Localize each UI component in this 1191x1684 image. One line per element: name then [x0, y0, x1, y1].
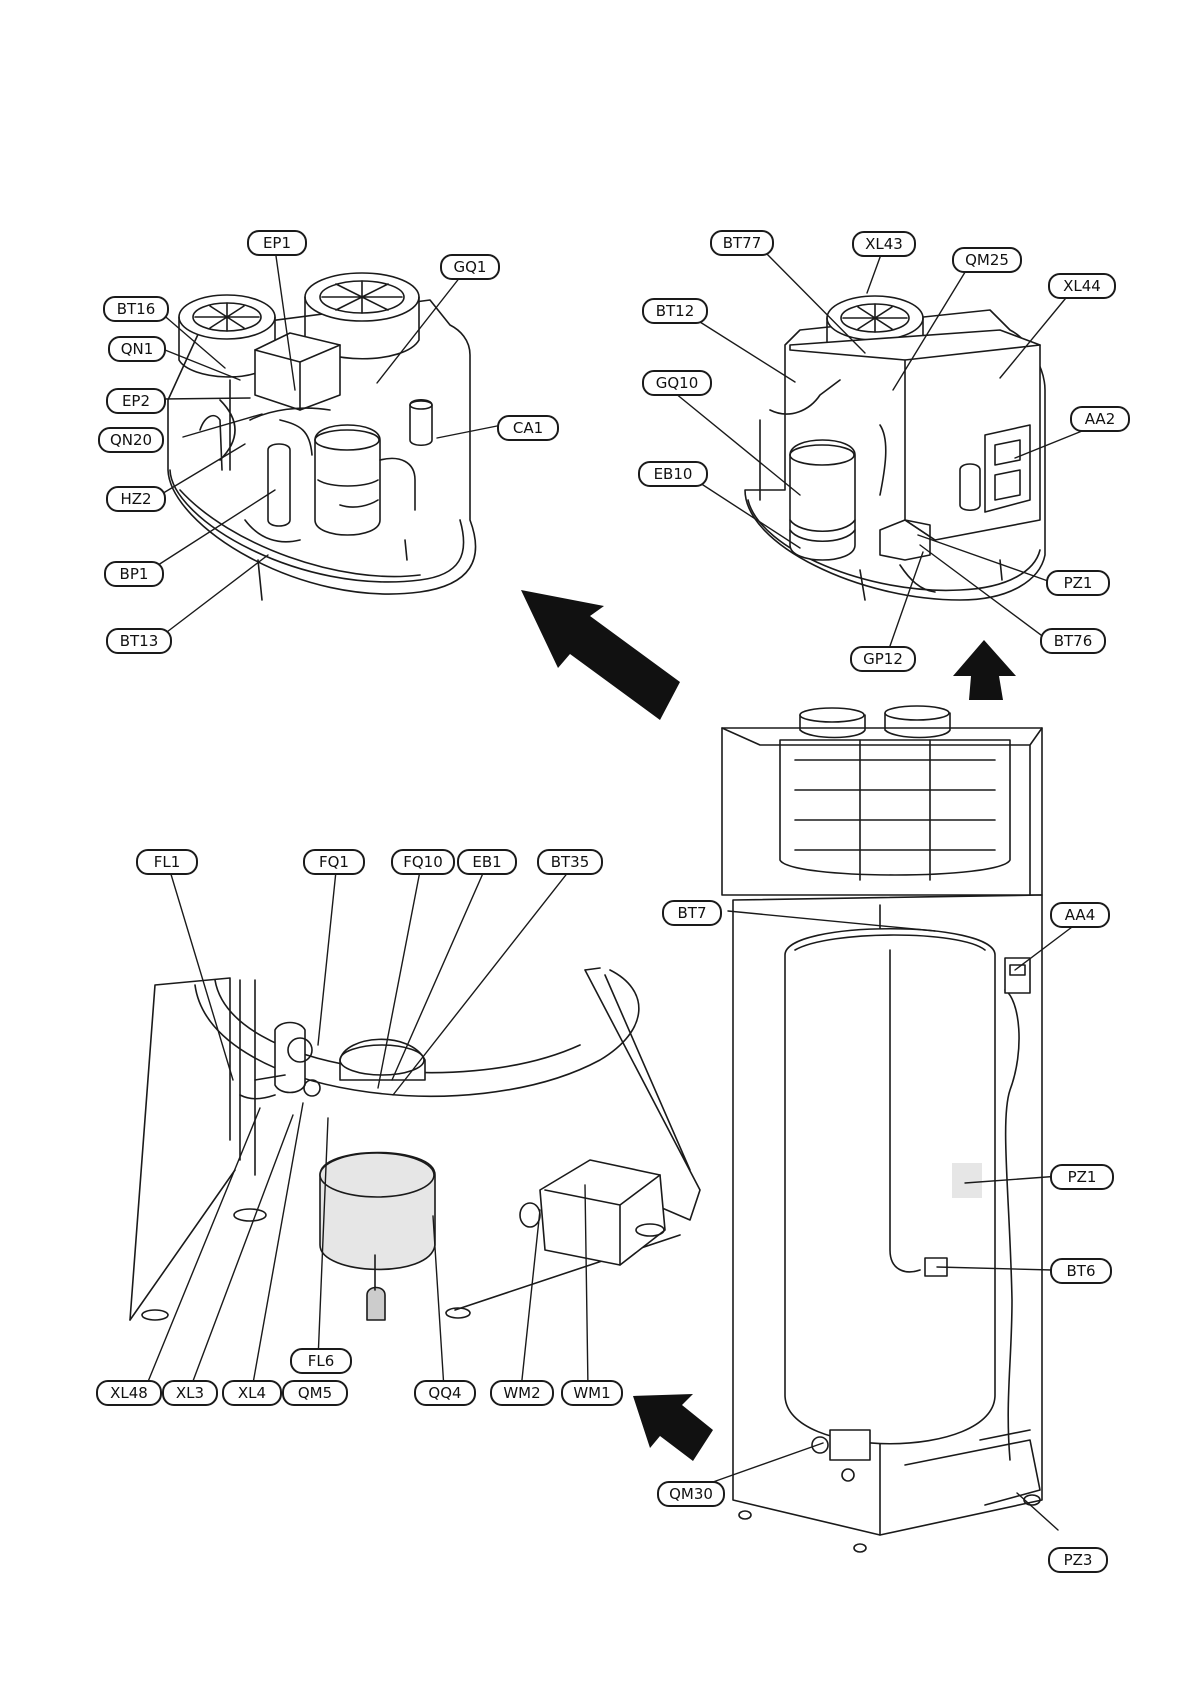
callout-eb1: EB1: [457, 849, 517, 875]
callout-ca1: CA1: [497, 415, 559, 441]
callout-ep2: EP2: [106, 388, 166, 414]
arrow-to-top-right: [953, 640, 1016, 700]
callout-gq1: GQ1: [440, 254, 500, 280]
callout-bt13: BT13: [106, 628, 172, 654]
callout-bt77: BT77: [710, 230, 774, 256]
callout-xl43: XL43: [852, 231, 916, 257]
arrow-to-top-left: [521, 590, 680, 720]
callout-bt12: BT12: [642, 298, 708, 324]
callout-aa4: AA4: [1050, 902, 1110, 928]
callout-qn20: QN20: [98, 427, 164, 453]
callout-wm2: WM2: [490, 1380, 554, 1406]
callout-gp12: GP12: [850, 646, 916, 672]
callout-bt35: BT35: [537, 849, 603, 875]
callout-fq10: FQ10: [391, 849, 455, 875]
callout-xl3: XL3: [162, 1380, 218, 1406]
callout-qm5: QM5: [282, 1380, 348, 1406]
wm1-box: [540, 1160, 665, 1265]
full-unit-drawing: [722, 706, 1042, 1552]
arrow-to-bottom-left: [633, 1394, 713, 1461]
callout-fl6: FL6: [290, 1348, 352, 1374]
pz1-sticker: [952, 1163, 982, 1198]
callout-qq4: QQ4: [414, 1380, 476, 1406]
callout-bt16: BT16: [103, 296, 169, 322]
callout-qm25: QM25: [952, 247, 1022, 273]
callout-qm30: QM30: [657, 1481, 725, 1507]
callout-xl4: XL4: [222, 1380, 282, 1406]
callout-pz1-top: PZ1: [1046, 570, 1110, 596]
callout-ep1: EP1: [247, 230, 307, 256]
callout-bt7: BT7: [662, 900, 722, 926]
callout-xl48: XL48: [96, 1380, 162, 1406]
callout-bt6: BT6: [1050, 1258, 1112, 1284]
callout-pz3: PZ3: [1048, 1547, 1108, 1573]
callout-eb10: EB10: [638, 461, 708, 487]
callout-pz1-side: PZ1: [1050, 1164, 1114, 1190]
callout-aa2: AA2: [1070, 406, 1130, 432]
callout-hz2: HZ2: [106, 486, 166, 512]
callout-gq10: GQ10: [642, 370, 712, 396]
callout-qn1: QN1: [108, 336, 166, 362]
top-right-assembly: [745, 296, 1045, 600]
callout-wm1: WM1: [561, 1380, 623, 1406]
callout-bt76: BT76: [1040, 628, 1106, 654]
top-left-assembly: [168, 273, 476, 600]
callout-fq1: FQ1: [303, 849, 365, 875]
callout-fl1: FL1: [136, 849, 198, 875]
callout-xl44: XL44: [1048, 273, 1116, 299]
callout-bp1: BP1: [104, 561, 164, 587]
